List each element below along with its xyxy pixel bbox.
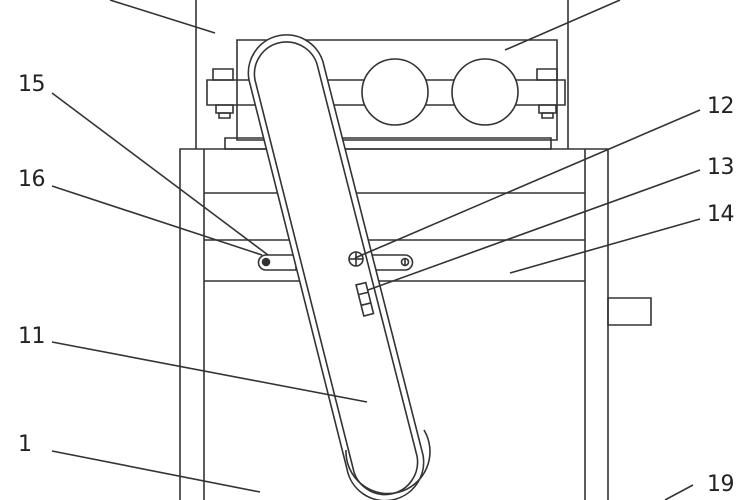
bolt-right (537, 69, 557, 118)
leader-19 (665, 485, 693, 500)
slot-plate-right (365, 255, 413, 270)
leader-11 (52, 342, 367, 402)
label-13: 13 (707, 155, 735, 180)
leader-top-right (505, 0, 620, 50)
label-11: 11 (18, 324, 46, 349)
bottom-pulley (346, 430, 430, 494)
leader-14 (510, 219, 700, 273)
leader-1 (52, 451, 260, 492)
label-14: 14 (707, 202, 735, 227)
leader-15 (52, 93, 268, 255)
pivot-pin (349, 252, 363, 266)
label-1: 1 (18, 432, 32, 457)
label-16: 16 (18, 167, 46, 192)
label-12: 12 (707, 94, 735, 119)
roller-left (362, 59, 428, 125)
leader-16 (52, 186, 262, 255)
drive-belt (248, 35, 423, 500)
roller-right (452, 59, 518, 125)
leader-top-left (110, 0, 215, 33)
roller-bracket (237, 40, 557, 140)
leader-12 (355, 110, 700, 258)
leader-13 (368, 170, 700, 290)
bolt-left (213, 69, 233, 118)
slot-plate-left (259, 255, 297, 270)
label-15: 15 (18, 72, 46, 97)
label-19: 19 (707, 472, 735, 497)
lower-frame (180, 149, 608, 500)
side-knob (608, 298, 651, 325)
scale-mark (356, 283, 373, 316)
